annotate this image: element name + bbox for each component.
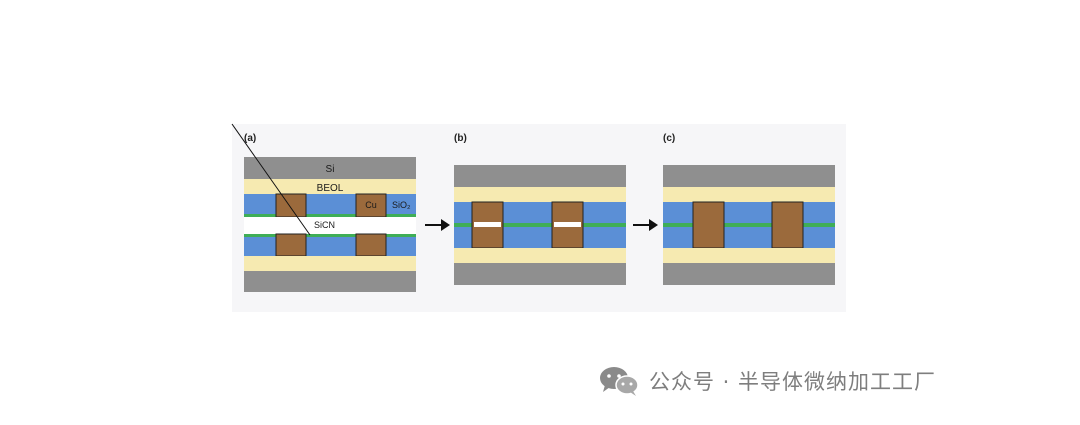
sicn-pointer xyxy=(231,123,311,236)
panel-a-label: (a) xyxy=(244,133,257,144)
sicn-bond-interface xyxy=(454,223,626,227)
cu-pad xyxy=(275,193,307,218)
sio2-bottom-layer xyxy=(244,234,416,256)
panel-c-label: (c) xyxy=(663,133,676,144)
beol-top-layer xyxy=(244,179,416,194)
beol-top-layer xyxy=(454,187,626,202)
wechat-icon xyxy=(600,367,639,396)
panel-b: (b) xyxy=(442,124,642,312)
watermark-text: 公众号 · 半导体微纳加工工厂 xyxy=(649,370,937,394)
sicn-bond-interface xyxy=(663,223,835,227)
si-bottom-layer xyxy=(663,263,835,285)
panel-a-diagram: Si BEOL Cu SiO₂ SiCN xyxy=(231,123,416,292)
cu-pillar xyxy=(692,201,725,249)
cu-pad xyxy=(355,233,387,257)
sio2-label: SiO₂ xyxy=(392,200,411,210)
si-top-layer xyxy=(454,165,626,187)
si-label: Si xyxy=(326,164,335,175)
panel-c-diagram xyxy=(663,165,835,285)
figure: (a) Si BEOL Cu SiO₂ SiCN xyxy=(231,123,846,312)
arrow-b-to-c xyxy=(633,219,658,231)
cu-void xyxy=(474,222,501,227)
panel-b-label: (b) xyxy=(454,133,467,144)
si-bottom-layer xyxy=(244,271,416,292)
si-bottom-layer xyxy=(454,263,626,285)
si-top-layer xyxy=(663,165,835,187)
panel-c: (c) xyxy=(651,124,846,312)
sicn-top-layer xyxy=(244,214,416,217)
arrow-a-to-b xyxy=(425,219,450,231)
sicn-bottom-layer xyxy=(244,234,416,237)
sicn-label: SiCN xyxy=(314,220,335,230)
beol-bottom-layer xyxy=(454,248,626,263)
beol-top-layer xyxy=(663,187,835,202)
cu-label: Cu xyxy=(365,200,377,210)
cu-pad xyxy=(275,233,307,257)
panel-a: (a) Si BEOL Cu SiO₂ SiCN xyxy=(231,123,422,312)
bonding-gap xyxy=(244,217,416,234)
beol-bottom-layer xyxy=(244,256,416,271)
cu-void xyxy=(554,222,581,227)
sio2-top-layer xyxy=(244,194,416,216)
beol-bottom-layer xyxy=(663,248,835,263)
cu-pillar xyxy=(771,201,804,249)
beol-label: BEOL xyxy=(317,183,344,194)
watermark: 公众号 · 半导体微纳加工工厂 xyxy=(597,364,936,398)
si-top-layer xyxy=(244,157,416,179)
panel-b-diagram xyxy=(454,165,626,285)
